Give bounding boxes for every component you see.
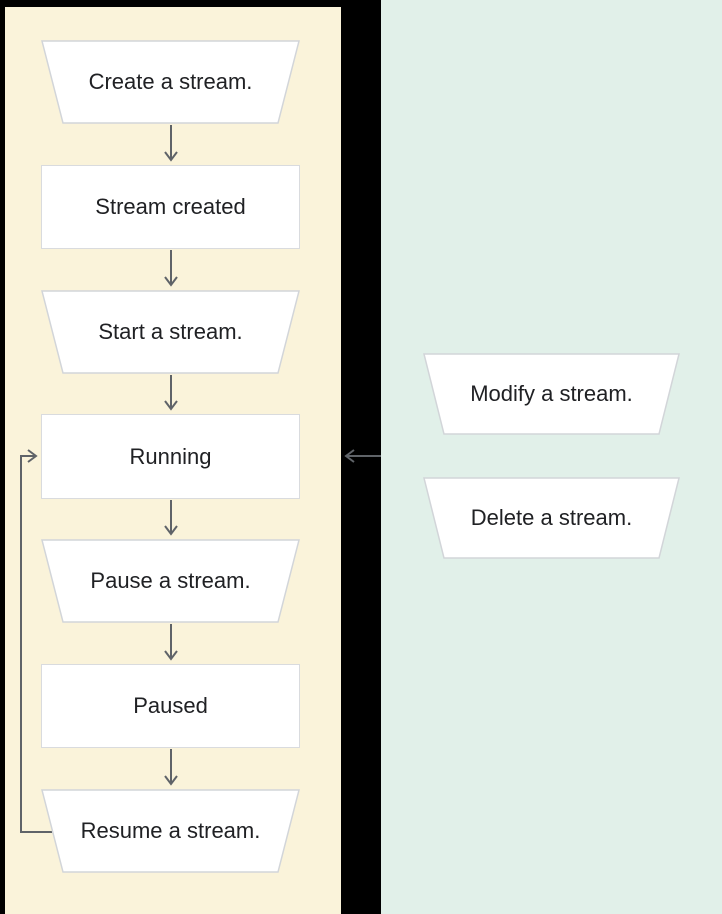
node-create-a-stream: Create a stream. bbox=[41, 40, 300, 124]
node-delete-a-stream: Delete a stream. bbox=[423, 477, 680, 559]
node-label: Create a stream. bbox=[88, 69, 253, 94]
node-label: Modify a stream. bbox=[470, 381, 633, 406]
node-label: Running bbox=[129, 443, 212, 469]
trapezoid-shape bbox=[41, 539, 300, 623]
node-resume-a-stream: Resume a stream. bbox=[41, 789, 300, 873]
node-label: Delete a stream. bbox=[470, 505, 633, 530]
node-label: Resume a stream. bbox=[80, 818, 261, 843]
node-stream-created: Stream created bbox=[41, 165, 300, 249]
node-running: Running bbox=[41, 414, 300, 499]
trapezoid-shape bbox=[41, 789, 300, 873]
trapezoid-shape bbox=[41, 40, 300, 124]
node-start-a-stream: Start a stream. bbox=[41, 290, 300, 374]
node-paused: Paused bbox=[41, 664, 300, 748]
node-label: Stream created bbox=[95, 194, 246, 219]
trapezoid-shape bbox=[423, 353, 680, 435]
stream-actions-panel bbox=[381, 0, 722, 914]
node-modify-a-stream: Modify a stream. bbox=[423, 353, 680, 435]
node-label: Start a stream. bbox=[98, 319, 243, 344]
node-pause-a-stream: Pause a stream. bbox=[41, 539, 300, 623]
node-label: Paused bbox=[133, 693, 208, 718]
node-label: Pause a stream. bbox=[90, 568, 251, 593]
trapezoid-shape bbox=[41, 290, 300, 374]
trapezoid-shape bbox=[423, 477, 680, 559]
